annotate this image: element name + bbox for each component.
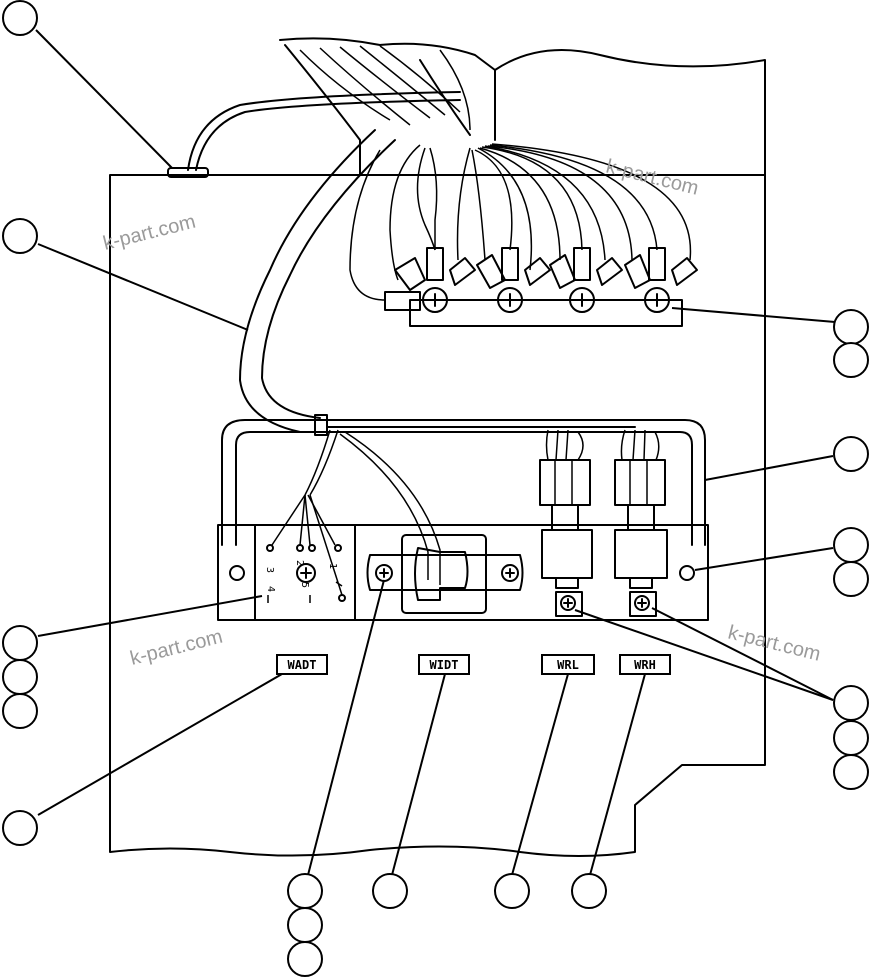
pin-number-3: 3 — [264, 567, 275, 573]
callout-balloon — [287, 907, 323, 943]
pin-block-wires — [266, 429, 346, 602]
grommet — [167, 167, 209, 178]
main-cable — [239, 129, 376, 433]
terminal-screw-4 — [644, 287, 670, 313]
label-wrl-text: WRL — [557, 658, 579, 672]
bracket-hole-right — [679, 565, 695, 581]
callout-balloon — [2, 218, 38, 254]
panel-outline — [109, 174, 766, 857]
callout-balloon — [287, 941, 323, 977]
label-wrh-text: WRH — [634, 658, 656, 672]
top-terminal-wires — [349, 143, 692, 301]
label-widt: WIDT — [418, 654, 470, 675]
terminal-screw-3 — [569, 287, 595, 313]
callout-balloon — [287, 873, 323, 909]
label-wadt-text: WADT — [288, 658, 317, 672]
bracket-hole-left — [229, 565, 245, 581]
watermark-text: k-part.com — [604, 156, 701, 200]
watermark-text: k-part.com — [726, 622, 823, 666]
harness-bundle — [279, 37, 496, 176]
callout-balloon — [2, 810, 38, 846]
pin-number-2: 2 — [294, 560, 305, 566]
pin-block-screw — [296, 563, 316, 583]
callout-balloon — [833, 436, 869, 472]
callout-balloon — [2, 0, 38, 36]
pin-number-4: 4 — [265, 586, 276, 592]
lower-connector-bracket — [217, 419, 709, 621]
callout-balloon — [833, 685, 869, 721]
terminal-screw-2 — [497, 287, 523, 313]
widt-connector — [339, 431, 524, 614]
pin-numbers: 3 2 1 4 5 — [264, 560, 343, 603]
callout-balloon — [833, 720, 869, 756]
watermarks: k-part.com k-part.com k-part.com k-part.… — [101, 156, 823, 670]
label-wrl: WRL — [541, 654, 595, 675]
label-widt-text: WIDT — [430, 658, 459, 672]
callout-balloon — [2, 693, 38, 729]
upper-panel-edge — [494, 49, 766, 176]
wrh-connector — [614, 429, 668, 617]
top-terminal-block — [384, 247, 698, 327]
pin-number-1: 1 — [327, 563, 338, 569]
callout-balloon — [833, 309, 869, 345]
callout-balloon — [2, 625, 38, 661]
callout-balloon — [833, 754, 869, 790]
grommet-wire — [187, 91, 461, 171]
wrl-connector — [539, 429, 593, 617]
pin-number-5: 5 — [299, 582, 310, 588]
terminal-screw-1 — [422, 287, 448, 313]
callout-balloon — [833, 342, 869, 378]
watermark-text: k-part.com — [101, 211, 198, 255]
callout-balloon — [833, 561, 869, 597]
callout-balloon — [571, 873, 607, 909]
watermark-text: k-part.com — [128, 626, 225, 670]
label-wadt: WADT — [276, 654, 328, 675]
callout-balloon — [494, 873, 530, 909]
callout-balloon — [372, 873, 408, 909]
callout-balloon — [2, 659, 38, 695]
callout-balloon — [833, 527, 869, 563]
label-wrh: WRH — [619, 654, 671, 675]
leader-lines — [35, 29, 836, 876]
